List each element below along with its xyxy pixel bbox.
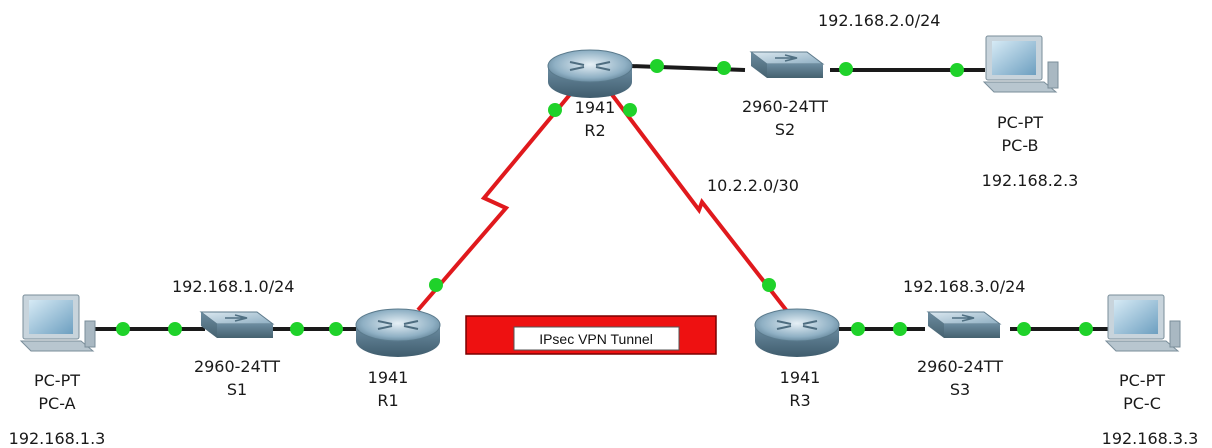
port-light: [548, 103, 562, 117]
r2-name-label: R2: [584, 121, 605, 140]
port-light: [116, 322, 130, 336]
router-r1-icon[interactable]: [355, 308, 441, 357]
s2-model-label: 2960-24TT: [742, 97, 828, 116]
pc-c-model-label: PC-PT: [1119, 371, 1165, 390]
switch-s2-icon[interactable]: [749, 51, 825, 78]
port-light: [429, 278, 443, 292]
lan3-network-label: 192.168.3.0/24: [903, 277, 1025, 296]
port-status-lights: [116, 59, 1093, 336]
pc-b-model-label: PC-PT: [997, 113, 1043, 132]
pc-a-name-label: PC-A: [38, 394, 75, 413]
router-r2-icon[interactable]: [547, 49, 633, 98]
port-light: [623, 103, 637, 117]
pc-a-icon[interactable]: [19, 294, 96, 352]
port-light: [290, 322, 304, 336]
pc-c-ip-label: 192.168.3.3: [1102, 429, 1199, 448]
pc-a-model-label: PC-PT: [34, 371, 80, 390]
port-light: [1079, 322, 1093, 336]
pc-b-icon[interactable]: [982, 35, 1059, 93]
switch-s3-icon[interactable]: [926, 311, 1002, 338]
pc-c-icon[interactable]: [1104, 294, 1181, 352]
port-light: [893, 322, 907, 336]
port-light: [650, 59, 664, 73]
network-labels: 192.168.1.0/24 192.168.2.0/24 192.168.3.…: [172, 11, 1025, 296]
port-light: [762, 278, 776, 292]
link-r2-r3-serial[interactable]: [608, 90, 792, 317]
port-light: [950, 63, 964, 77]
device-labels: PC-PT PC-A 192.168.1.3 2960-24TT S1 1941…: [9, 97, 1199, 448]
port-light: [851, 322, 865, 336]
r3-name-label: R3: [789, 391, 810, 410]
pc-c-name-label: PC-C: [1123, 394, 1161, 413]
s3-model-label: 2960-24TT: [917, 357, 1003, 376]
r1-model-label: 1941: [368, 368, 409, 387]
router-r3-icon[interactable]: [754, 308, 840, 357]
s1-name-label: S1: [227, 380, 247, 399]
r1-name-label: R1: [377, 391, 398, 410]
port-light: [329, 322, 343, 336]
pc-a-ip-label: 192.168.1.3: [9, 429, 106, 448]
wan-network-label: 10.2.2.0/30: [707, 176, 799, 195]
lan1-network-label: 192.168.1.0/24: [172, 277, 294, 296]
r3-model-label: 1941: [780, 368, 821, 387]
s2-name-label: S2: [775, 120, 795, 139]
s1-model-label: 2960-24TT: [194, 357, 280, 376]
pc-b-ip-label: 192.168.2.3: [982, 171, 1079, 190]
s3-name-label: S3: [950, 380, 970, 399]
port-light: [168, 322, 182, 336]
serial-links: [416, 90, 792, 317]
port-light: [1017, 322, 1031, 336]
r2-model-label: 1941: [575, 98, 616, 117]
port-light: [717, 61, 731, 75]
vpn-tunnel-box: IPsec VPN Tunnel: [465, 315, 717, 355]
vpn-tunnel-label: IPsec VPN Tunnel: [539, 331, 653, 347]
pc-b-name-label: PC-B: [1002, 136, 1039, 155]
lan2-network-label: 192.168.2.0/24: [818, 11, 940, 30]
link-r1-r2-serial[interactable]: [416, 90, 574, 312]
port-light: [839, 62, 853, 76]
switch-s1-icon[interactable]: [199, 311, 275, 338]
